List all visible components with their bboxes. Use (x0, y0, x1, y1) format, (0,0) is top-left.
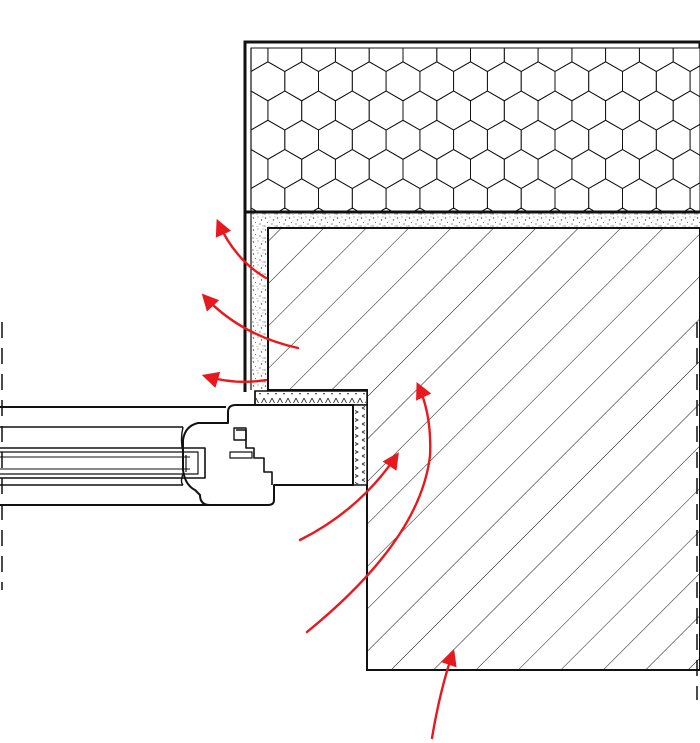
hexagon-cell (623, 3, 657, 42)
heat-flow-arrow-icon (201, 293, 300, 350)
zigzag-seal-icon (254, 390, 368, 486)
hexagon-cell (312, 207, 325, 211)
hexagon-cell (555, 3, 589, 42)
hexagon-cell (487, 3, 521, 42)
hexagon-cell (616, 207, 629, 211)
speckled-plaster-icon (243, 42, 700, 392)
hexagon-cell (217, 3, 251, 42)
hexagon-cell (386, 3, 420, 42)
hexagon-cell (582, 207, 595, 211)
heat-flow-arrow-icon (298, 452, 399, 542)
hexagon-cell (650, 207, 663, 211)
hexagon-cell (352, 3, 386, 42)
heat-flow-arrow-icon (215, 218, 268, 280)
hexagon-cell (285, 3, 319, 42)
hexagon-cell (515, 207, 528, 211)
hexagon-cell (521, 3, 555, 42)
hexagon-cell (319, 3, 353, 42)
hexagon-cell (690, 3, 700, 42)
hexagon-cell (251, 3, 285, 42)
hexagon-insulation-icon (200, 3, 700, 306)
hexagon-cell (589, 3, 623, 42)
hexagon-cell (200, 150, 234, 189)
hexagon-cell (656, 3, 690, 42)
dashed-opening-line-icon (1, 322, 698, 700)
hexagon-cell (278, 207, 291, 211)
hexagon-cell (684, 207, 697, 211)
hexagon-cell (548, 207, 562, 211)
hexagon-cell (481, 207, 494, 211)
heat-flow-arrow-icon (430, 648, 457, 740)
hexagon-cell (380, 207, 393, 211)
hexagon-cell (447, 207, 460, 211)
hexagon-cell (200, 33, 234, 72)
hexagon-cell (454, 3, 488, 42)
diagonal-hatch-masonry-icon (267, 227, 700, 671)
hexagon-cell (200, 267, 234, 306)
heat-flow-arrow-icon (201, 371, 268, 388)
hexagon-cell (346, 207, 359, 211)
hexagon-cell (420, 3, 454, 42)
heat-flow-arrows (201, 218, 457, 740)
hexagon-cell (413, 207, 426, 211)
hexagon-cell (200, 91, 234, 130)
window-frame-icon (0, 404, 354, 506)
heat-flow-arrow-icon (305, 381, 432, 634)
